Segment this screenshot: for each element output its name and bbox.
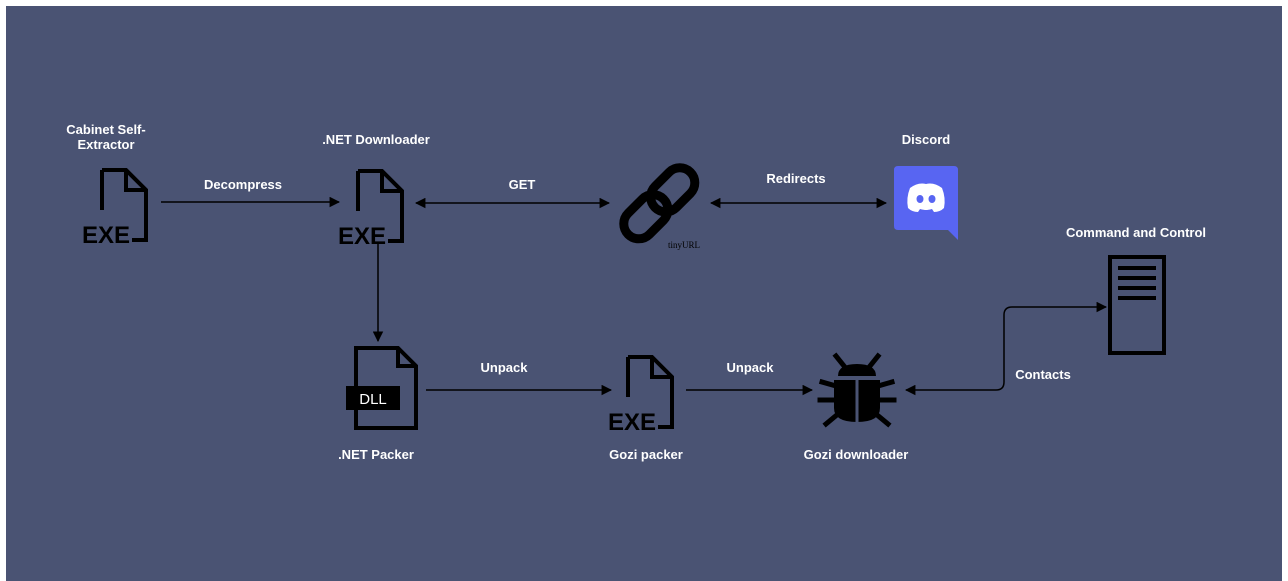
diagram-canvas: Decompress GET Redirects Unpack Unpack C… xyxy=(6,6,1282,581)
node-label-net-downloader: .NET Downloader xyxy=(322,132,430,147)
node-label-gozi-downloader: Gozi downloader xyxy=(803,447,909,462)
connectors xyxy=(161,196,1108,396)
node-label-gozi-packer: Gozi packer xyxy=(609,447,683,462)
exe-text: EXE xyxy=(82,222,130,246)
dll-text: DLL xyxy=(359,391,387,408)
exe-file-icon: EXE xyxy=(608,355,674,433)
server-icon xyxy=(1108,255,1166,355)
edge-label-decompress: Decompress xyxy=(203,177,283,192)
edge-label-unpack-2: Unpack xyxy=(726,360,774,375)
exe-file-icon: EXE xyxy=(82,168,148,246)
bug-icon xyxy=(817,352,897,428)
dll-file-icon: DLL xyxy=(346,346,418,430)
cabinet-label-line-1: Cabinet Self- xyxy=(66,122,146,137)
node-label-c2: Command and Control xyxy=(1065,225,1207,240)
edge-contacts xyxy=(904,301,1108,396)
exe-text: EXE xyxy=(338,223,386,247)
cabinet-label-line-2: Extractor xyxy=(77,137,135,152)
edge-label-redirects: Redirects xyxy=(766,171,826,186)
edge-label-contacts: Contacts xyxy=(1015,367,1071,382)
discord-logo-icon xyxy=(894,166,958,240)
edge-label-get: GET xyxy=(508,177,536,192)
edge-label-unpack-1: Unpack xyxy=(480,360,528,375)
exe-file-icon: EXE xyxy=(338,169,404,247)
exe-text: EXE xyxy=(608,409,656,433)
chain-link-icon: tinyURL xyxy=(619,163,700,250)
node-label-cabinet: Cabinet Self- Extractor xyxy=(46,122,166,152)
tinyurl-label: tinyURL xyxy=(668,240,700,250)
node-label-discord: Discord xyxy=(901,132,951,147)
node-label-net-packer: .NET Packer xyxy=(338,447,414,462)
